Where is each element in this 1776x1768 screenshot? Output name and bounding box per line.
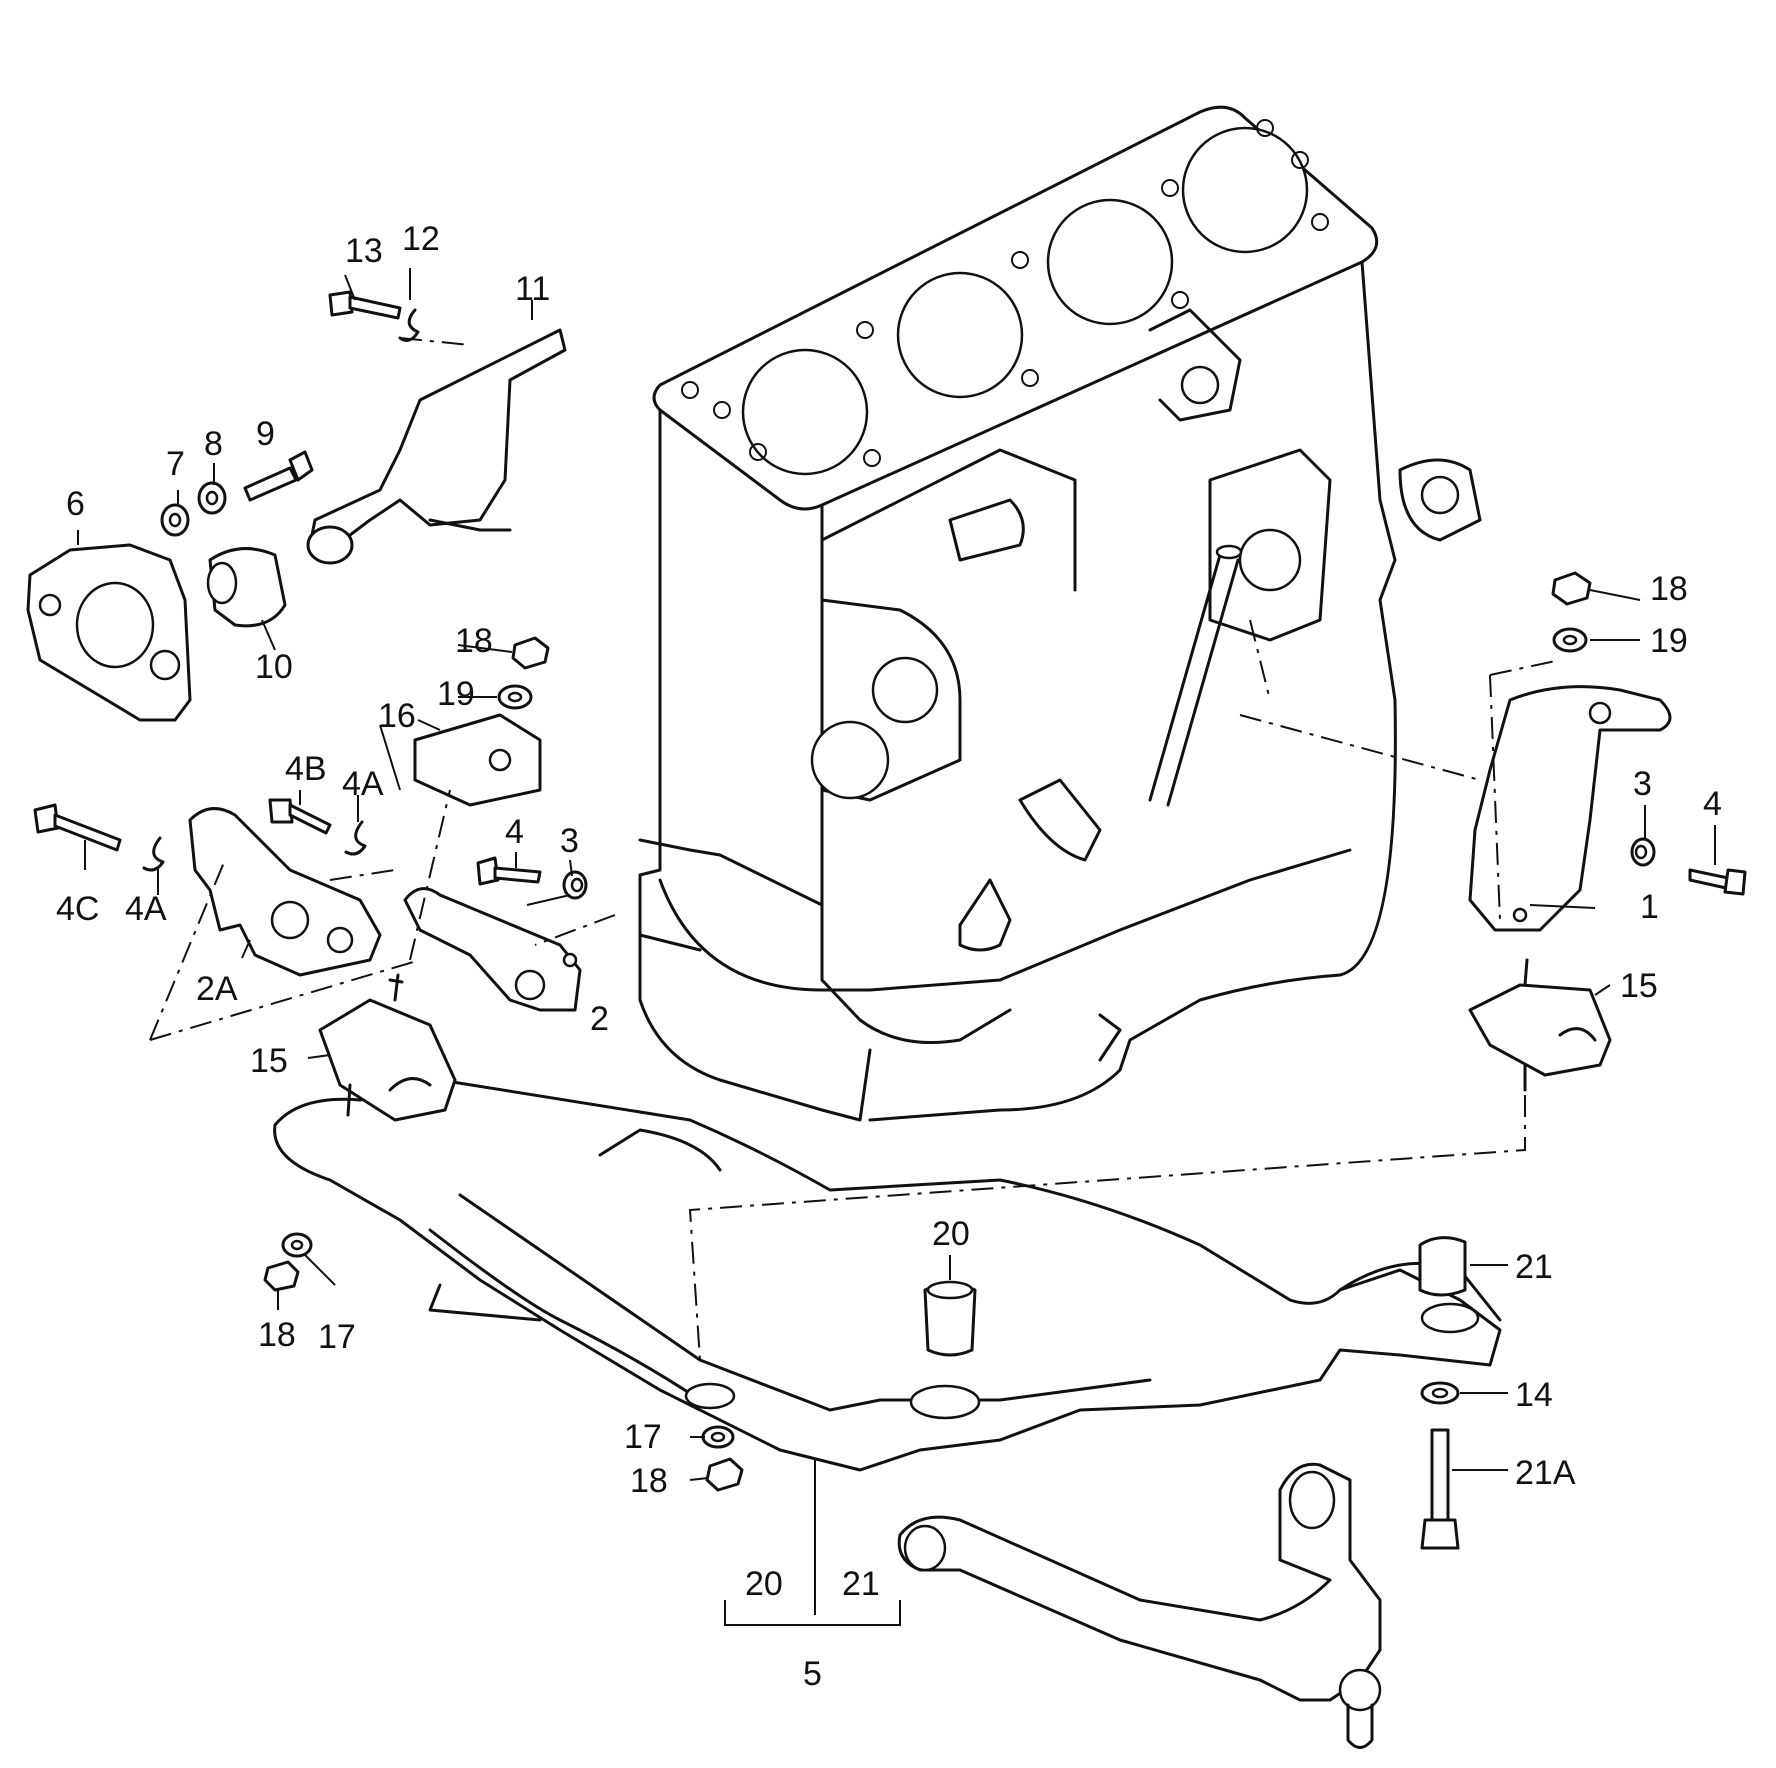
part-4A-washer-b	[142, 836, 165, 872]
label-7: 7	[166, 445, 185, 483]
part-18-nut-right	[1551, 571, 1592, 606]
label-18-right: 18	[1650, 570, 1688, 608]
front-subframe	[273, 1078, 1502, 1472]
part-19-washer-a	[497, 684, 533, 710]
part-15-mount-right	[1468, 958, 1612, 1092]
part-3-washer-left	[562, 870, 588, 900]
part-21A-bolt	[1420, 1428, 1460, 1550]
label-2A: 2A	[196, 970, 238, 1008]
label-4A-upper: 4A	[342, 765, 384, 803]
label-4-left: 4	[505, 813, 524, 851]
part-1-bracket	[1468, 685, 1672, 932]
part-14-washer	[1420, 1381, 1460, 1405]
part-18-nut-center	[705, 1457, 744, 1492]
part-8-washer	[197, 481, 227, 515]
label-17-center: 17	[624, 1418, 662, 1456]
label-4-right: 4	[1703, 785, 1722, 823]
label-3-left: 3	[560, 822, 579, 860]
part-17-washer-center	[701, 1425, 735, 1449]
part-19-washer-right	[1552, 627, 1588, 653]
label-15-left: 15	[250, 1042, 288, 1080]
label-4C: 4C	[56, 890, 99, 928]
label-16: 16	[378, 697, 416, 735]
label-20-bracket: 20	[745, 1565, 783, 1603]
label-2: 2	[590, 1000, 609, 1038]
part-17-washer-left	[281, 1232, 313, 1258]
part-15-mount-left	[318, 973, 457, 1122]
part-9-bolt	[243, 450, 314, 502]
part-labels: 1 2 2A 3 3 4 4 4A 4A 4B 4C 5 6 7 8 9 10 …	[56, 220, 1722, 1693]
part-4C-bolt	[33, 803, 122, 852]
label-18-center: 18	[630, 1462, 668, 1500]
part-11-carrier	[306, 328, 567, 565]
label-20-center: 20	[932, 1215, 970, 1253]
label-21-bracket: 21	[842, 1565, 880, 1603]
part-12-lock-washer	[398, 308, 420, 342]
engine-block	[638, 105, 1482, 1122]
part-18-nut-a	[511, 636, 550, 670]
label-19-right: 19	[1650, 622, 1688, 660]
part-10-bush	[206, 547, 287, 628]
label-3-right: 3	[1633, 765, 1652, 803]
part-20-bush-center	[923, 1280, 977, 1357]
label-19-upper: 19	[437, 675, 475, 713]
label-17-left: 17	[318, 1318, 356, 1356]
part-2A-bracket	[188, 807, 382, 977]
label-18-left: 18	[258, 1316, 296, 1354]
label-4A-lower: 4A	[125, 890, 167, 928]
label-14: 14	[1515, 1376, 1553, 1414]
part-4-bolt-left	[476, 856, 542, 886]
label-15-right: 15	[1620, 967, 1658, 1005]
control-arm	[897, 1462, 1382, 1749]
label-21A: 21A	[1515, 1454, 1576, 1492]
part-4-bolt-right	[1688, 868, 1747, 896]
part-4A-washer-a	[344, 820, 367, 856]
label-12: 12	[402, 220, 440, 258]
label-13: 13	[345, 232, 383, 270]
part-13-bolt	[328, 290, 402, 320]
label-8: 8	[204, 425, 223, 463]
label-11: 11	[515, 270, 550, 308]
leader-lines	[77, 268, 1716, 1626]
label-6: 6	[66, 485, 85, 523]
part-6-bracket	[26, 543, 192, 722]
part-3-washer-right	[1630, 837, 1656, 867]
part-18-nut-left	[263, 1260, 300, 1292]
label-21-right: 21	[1515, 1248, 1553, 1286]
part-4B-bolt	[268, 798, 332, 835]
part-21-bush-right	[1418, 1236, 1467, 1297]
part-16-plate	[413, 713, 542, 807]
label-18-upper: 18	[455, 622, 493, 660]
label-9: 9	[256, 415, 275, 453]
label-1: 1	[1640, 888, 1659, 926]
part-2-bracket	[403, 887, 582, 1012]
part-7-washer	[160, 503, 190, 537]
label-5: 5	[803, 1655, 822, 1693]
label-10: 10	[255, 648, 293, 686]
label-4B: 4B	[285, 750, 327, 788]
